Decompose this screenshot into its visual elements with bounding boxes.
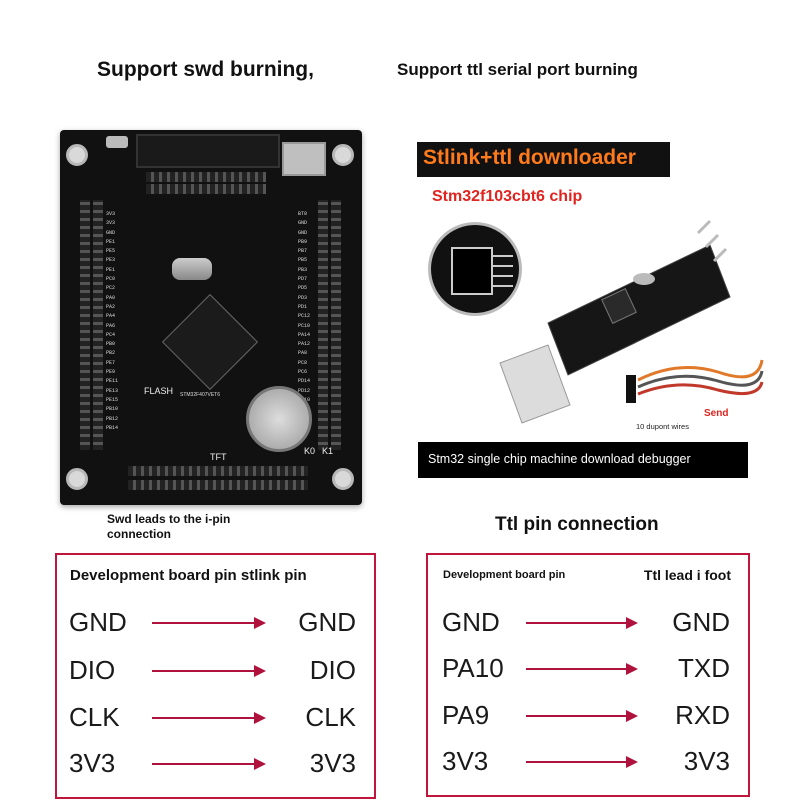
k0-label: K0 [304,446,316,456]
swd-heading: Support swd burning, [97,58,314,81]
swd-stlink-pin: DIO [309,655,356,685]
device-pin [712,247,728,263]
ttl-dev-pin: GND [442,607,500,637]
downloader-title-background [417,142,670,177]
device-pin [696,219,712,235]
downloader-caption: Stm32 single chip machine download debug… [428,452,691,466]
swd-dev-pin: GND [69,607,127,637]
swd-table-header: Development board pin stlink pin [70,567,307,584]
swd-stlink-pin: GND [298,607,356,637]
ttl-pin-table: Development board pin Ttl lead i foot GN… [426,553,750,797]
header-pin [493,255,513,257]
swd-stlink-pin: CLK [305,702,356,732]
dupont-wire [637,381,764,396]
ttl-dev-pin: 3V3 [442,746,489,776]
flash-label: FLASH [144,386,174,396]
stlink-device-image [499,219,764,424]
swd-dev-pin: CLK [69,702,120,732]
swd-stlink-pin: 3V3 [309,748,356,778]
left-pin-header [80,200,90,450]
mcu-label: STM32F407VET6 [180,392,221,398]
top-pin-header [146,172,266,182]
header-block [451,247,493,295]
ttl-connection-caption: Ttl pin connection [495,514,659,535]
arrow-icon [152,758,266,770]
device-pin [704,233,720,249]
tft-pin-header [128,466,308,476]
tft-label: TFT [210,452,227,462]
dupont-wire [637,359,764,382]
header-pin [493,285,513,287]
left-pin-header [93,200,103,450]
swd-dev-pin: 3V3 [69,748,116,778]
k1-label: K1 [322,446,334,456]
right-pin-header [318,200,328,450]
dupont-connector [626,375,636,403]
downloader-title: Stlink+ttl downloader [423,146,636,169]
arrow-icon [526,663,638,675]
swd-dev-pin: DIO [69,655,116,685]
ttl-dev-pin: PA9 [442,700,490,730]
arrow-icon [152,712,266,724]
ttl-lead-pin: 3V3 [683,746,730,776]
swd-leads-caption: Swd leads to the i-pin connection [107,512,231,541]
arrow-icon [526,710,638,722]
pin-header-zoom [428,222,522,316]
usb-plug [499,344,571,424]
crystal-oscillator [172,258,212,280]
sd-card-slot [282,142,326,176]
ttl-lead-pin: TXD [678,653,730,683]
arrow-icon [526,756,638,768]
mount-hole [332,468,354,490]
arrow-icon [526,617,638,629]
downloader-caption-background [418,442,748,478]
device-crystal [633,273,655,285]
ttl-dev-pin: PA10 [442,653,504,683]
mount-hole [66,468,88,490]
header-pin [493,265,513,267]
arrow-icon [152,617,266,629]
ttl-lead-pin: GND [672,607,730,637]
mount-hole [332,144,354,166]
ttl-heading: Support ttl serial port burning [397,60,638,79]
pcb-body [547,244,731,376]
ttl-table-header-left: Development board pin [443,569,566,581]
ttl-table-header-right: Ttl lead i foot [643,567,731,583]
downloader-chip-text: Stm32f103cbt6 chip [432,188,583,205]
jtag-header [136,134,280,168]
right-pin-header [331,200,341,450]
swd-pin-table: Development board pin stlink pin GND GND… [55,553,376,799]
usb-port [106,136,128,148]
mount-hole [66,144,88,166]
send-label: Send [704,408,729,419]
header-pin [493,275,513,277]
mcu-chip [161,293,259,391]
device-chip [601,288,637,324]
dupont-wire [637,370,764,389]
ttl-lead-pin: RXD [675,700,730,730]
dupont-wires-label: 10 dupont wires [636,422,689,431]
arrow-icon [152,665,266,677]
top-pin-header [146,184,266,194]
coin-battery [246,386,312,452]
tft-pin-header [128,480,308,490]
